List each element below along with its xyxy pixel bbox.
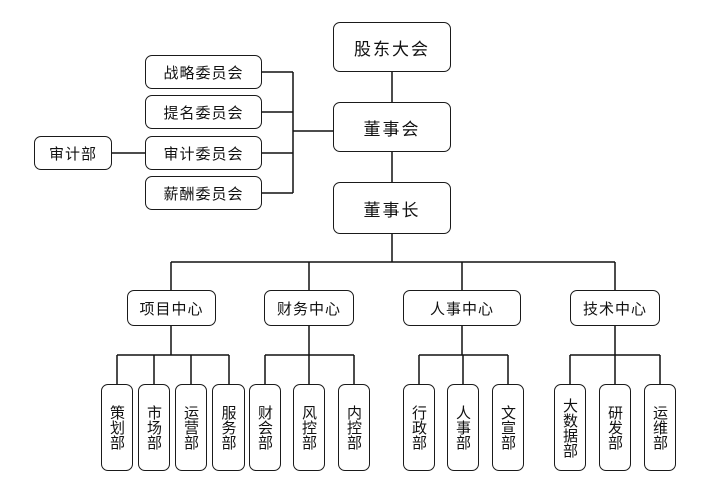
dept-label: 服务部	[219, 405, 238, 450]
dept-box: 行政部	[403, 384, 435, 471]
dept-box: 大数据部	[554, 384, 586, 471]
committee-nomination-box: 提名委员会	[145, 95, 262, 129]
dept-box: 人事部	[447, 384, 479, 471]
dept-label: 策划部	[108, 405, 126, 450]
dept-box: 运营部	[175, 384, 207, 471]
center-label: 人事中心	[429, 299, 494, 318]
dept-label: 大数据部	[561, 397, 579, 458]
chairman-label: 董事长	[363, 200, 421, 221]
center-label: 项目中心	[139, 299, 204, 318]
center-label: 技术中心	[582, 299, 647, 318]
dept-box: 运维部	[644, 384, 676, 471]
committee-audit-box: 审计委员会	[145, 136, 262, 170]
dept-label: 研发部	[606, 405, 624, 450]
dept-label: 市场部	[145, 405, 163, 450]
dept-box: 市场部	[138, 384, 170, 471]
board-box: 董事会	[333, 102, 451, 152]
chairman-box: 董事长	[333, 182, 451, 234]
shareholders-box: 股东大会	[333, 22, 451, 72]
dept-label: 文宣部	[499, 405, 517, 450]
center-hr-box: 人事中心	[403, 290, 521, 326]
dept-box: 研发部	[599, 384, 631, 471]
committee-compensation-box: 薪酬委员会	[145, 176, 262, 210]
center-label: 财务中心	[276, 299, 341, 318]
center-finance-box: 财务中心	[264, 290, 354, 326]
dept-box: 文宣部	[492, 384, 524, 471]
committee-label: 审计委员会	[163, 144, 244, 163]
audit-dept-label: 审计部	[48, 144, 97, 163]
dept-box: 内控部	[338, 384, 370, 471]
dept-label: 风控部	[300, 405, 318, 450]
center-project-box: 项目中心	[127, 290, 216, 326]
shareholders-label: 股东大会	[354, 39, 430, 60]
committee-label: 战略委员会	[163, 63, 244, 82]
audit-dept-box: 审计部	[34, 136, 112, 170]
dept-label: 财会部	[256, 405, 274, 450]
dept-label: 运营部	[182, 405, 200, 450]
dept-label: 人事部	[454, 405, 472, 450]
center-tech-box: 技术中心	[570, 290, 660, 326]
committee-label: 提名委员会	[163, 103, 244, 122]
dept-label: 行政部	[410, 405, 428, 450]
dept-label: 运维部	[651, 405, 669, 450]
dept-label: 内控部	[345, 405, 363, 450]
dept-box: 财会部	[249, 384, 281, 471]
board-label: 董事会	[363, 119, 421, 140]
dept-box: 服务部	[212, 384, 245, 471]
dept-box: 风控部	[293, 384, 325, 471]
committee-strategy-box: 战略委员会	[145, 55, 262, 89]
dept-box: 策划部	[101, 384, 133, 471]
committee-label: 薪酬委员会	[163, 184, 244, 203]
